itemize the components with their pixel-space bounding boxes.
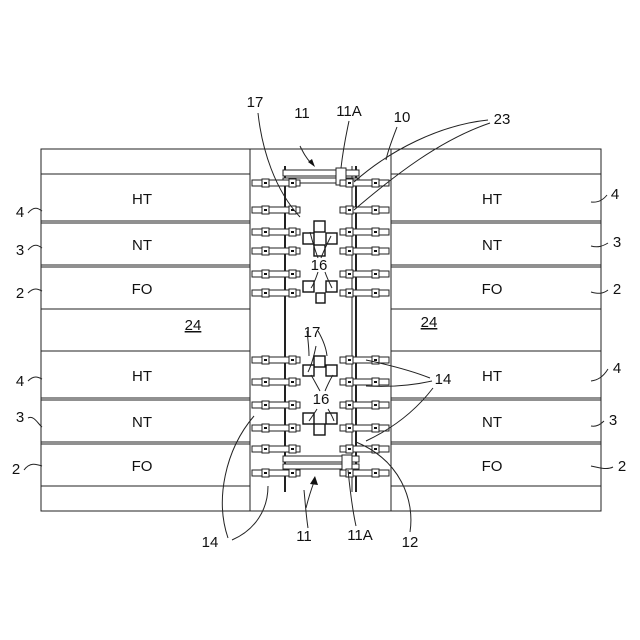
bar-clip-center [291,182,294,184]
bar-clip-center [348,404,351,406]
bar-clip-center [291,381,294,383]
callout-16-upper: 16 [311,257,328,274]
bar-clip-center [348,231,351,233]
workpiece-lower-d [303,413,314,424]
row-num-left-4: 4 [16,373,24,390]
workpiece-lower-f [314,424,325,435]
row-num-right-2: 3 [613,234,621,251]
workpiece-upper-a [314,221,325,232]
bar-clip-center [264,209,267,211]
bar-clip-center [348,381,351,383]
zone-label-left-4: HT [132,368,152,385]
zone-label-right-2: NT [482,237,502,254]
bar-clip-center [374,250,377,252]
bar-clip-center [374,404,377,406]
bar-clip-center [348,359,351,361]
bar-clip-center [291,359,294,361]
bar-clip-center [348,427,351,429]
bar-clip-center [348,448,351,450]
zone-label-right-1: HT [482,191,502,208]
zone-label-left-6: FO [132,458,153,475]
callout-11a-top: 11A [336,103,362,120]
bar-clip-center [291,448,294,450]
bar-clip-center [374,292,377,294]
bar-clip-center [264,231,267,233]
zone-label-left-5: NT [132,414,152,431]
bar-clip-center [374,231,377,233]
bar-clip-center [348,209,351,211]
bar-clip-center [374,273,377,275]
bar-clip-center [264,359,267,361]
bar-clip-center [291,231,294,233]
gap-label-right: 24 [421,314,438,331]
bar-clip-center [348,273,351,275]
zone-label-left-1: HT [132,191,152,208]
callout-10: 10 [394,109,411,126]
callout-23: 23 [494,111,511,128]
bar-clip-center [348,182,351,184]
zone-label-left-2: NT [132,237,152,254]
row-num-right-1: 4 [611,186,619,203]
workpiece-lower-a [314,356,325,367]
bar-clip-center [264,472,267,474]
zone-label-right-4: HT [482,368,502,385]
bar-clip-center [348,292,351,294]
row-num-right-3: 2 [613,281,621,298]
bar-clip-center [291,250,294,252]
conveyor-assembly [252,146,389,508]
bar-clip-center [291,427,294,429]
bar-clip-center [374,359,377,361]
bar-clip-center [374,448,377,450]
row-num-right-4: 4 [613,360,621,377]
zone-label-left-3: FO [132,281,153,298]
gap-label-left: 24 [185,317,202,334]
bar-clip-center [374,209,377,211]
callout-11-top: 11 [294,105,310,122]
bottom-carriage-direction-arrow [306,482,314,508]
bar-clip-center [264,250,267,252]
left-zone-bands [41,174,250,486]
callout-11a-bottom: 11A [347,527,373,544]
bar-clip-center [291,292,294,294]
row-num-right-5: 3 [609,412,617,429]
callout-17-top: 17 [247,94,264,111]
row-num-left-5: 3 [16,409,24,426]
row-num-left-3: 2 [16,285,24,302]
zone-label-right-3: FO [482,281,503,298]
bar-clip-center [291,404,294,406]
row-num-left-6: 2 [12,461,20,478]
callout-14-left: 14 [202,534,219,551]
callout-17-mid: 17 [304,324,321,341]
bar-clip-center [291,273,294,275]
zone-label-right-6: FO [482,458,503,475]
row-num-left-1: 4 [16,204,24,221]
workpiece-lower-c [326,365,337,376]
bottom-carriage-arrowhead [310,476,318,485]
callout-11-bottom: 11 [296,528,312,545]
callout-16-lower: 16 [313,391,330,408]
bar-clip-center [264,381,267,383]
bar-clip-center [264,427,267,429]
workpiece-upper-g [316,293,325,303]
top-carriage-beam [283,170,359,176]
zone-label-right-5: NT [482,414,502,431]
bar-clip-center [264,182,267,184]
bar-clip-center [264,448,267,450]
bar-clip-center [348,250,351,252]
bar-clip-center [374,427,377,429]
bar-clip-center [291,472,294,474]
bar-clip-center [264,273,267,275]
bar-clip-center [264,292,267,294]
bar-clip-center [374,472,377,474]
bar-clip-center [374,182,377,184]
row-num-left-2: 3 [16,242,24,259]
row-num-right-6: 2 [618,458,626,475]
callout-12: 12 [402,534,419,551]
bar-clip-center [374,381,377,383]
callout-14-right: 14 [435,371,452,388]
bar-clip-center [264,404,267,406]
